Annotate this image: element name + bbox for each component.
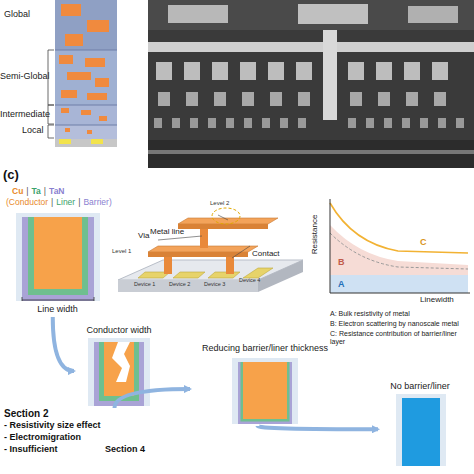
figure-label: - Insufficient (4, 445, 58, 455)
cross-section: Line width (10, 213, 105, 317)
cross-section-drawing (232, 358, 298, 424)
figure-label: TaN (49, 186, 64, 196)
cross-section-drawing (88, 338, 150, 406)
section-caption: Line width (10, 305, 105, 315)
figure-label: Local (22, 126, 44, 136)
cross-section: Conductor width (74, 326, 164, 408)
cross-section-drawing (396, 394, 446, 466)
figure-label: Semi-Global (0, 72, 50, 82)
material-legend-row: Cu|Ta|TaN (12, 186, 65, 196)
figure-label: Barrier) (83, 197, 111, 207)
section-caption: No barrier/liner (378, 382, 462, 392)
figure-label: Linewidth (420, 296, 454, 305)
figure-label: Global (4, 10, 30, 20)
figure-label: Contact (252, 250, 280, 259)
figure-label: Device 2 (169, 281, 190, 287)
figure-label: Via (138, 232, 149, 241)
figure-label: B (338, 258, 345, 268)
flow-arrow (258, 426, 379, 429)
interconnect-stack (55, 0, 117, 170)
figure-label: - Resistivity size effect (4, 421, 101, 431)
figure-label: C (420, 238, 427, 248)
flow-arrow (53, 317, 74, 371)
figure-label: | (26, 186, 28, 196)
figure-label: Level 1 (112, 248, 131, 255)
figure-label: C: Resistance contribution of barrier/li… (330, 330, 470, 345)
figure-label: Resistance (311, 215, 320, 255)
figure-label: Ta (32, 186, 41, 196)
figure-label: Device 4 (239, 277, 260, 283)
figure-label: Cu (12, 186, 23, 196)
figure-label: Metal line (150, 228, 184, 237)
figure-label: | (78, 197, 80, 207)
interconnect-3d (108, 200, 313, 310)
flow-arrow (115, 389, 191, 408)
figure-label: (Conductor (6, 197, 48, 207)
figure-label: Section 2 (4, 408, 48, 419)
cross-section: Reducing barrier/liner thickness (190, 344, 340, 426)
section-caption: Conductor width (74, 326, 164, 336)
figure-label: - Electromigration (4, 433, 81, 443)
figure-label: Level 2 (210, 200, 229, 207)
figure-label: Section 4 (105, 445, 145, 455)
figure-label: Liner (56, 197, 75, 207)
figure-label: B: Electron scattering by nanoscale meta… (330, 320, 459, 328)
cross-section-drawing (16, 213, 100, 301)
figure-label: A: Bulk resistivity of metal (330, 310, 410, 318)
material-legend-row: (Conductor|Liner|Barrier) (6, 197, 112, 207)
figure-label: Device 1 (134, 281, 155, 287)
figure-label: A (338, 280, 345, 290)
sem-image (148, 0, 474, 168)
cross-section: No barrier/liner (378, 382, 462, 468)
figure-label: (c) (3, 168, 19, 182)
figure-label: Intermediate (0, 110, 50, 120)
figure-label: | (51, 197, 53, 207)
figure-label: | (44, 186, 46, 196)
section-caption: Reducing barrier/liner thickness (190, 344, 340, 354)
figure-label: Device 3 (204, 281, 225, 287)
